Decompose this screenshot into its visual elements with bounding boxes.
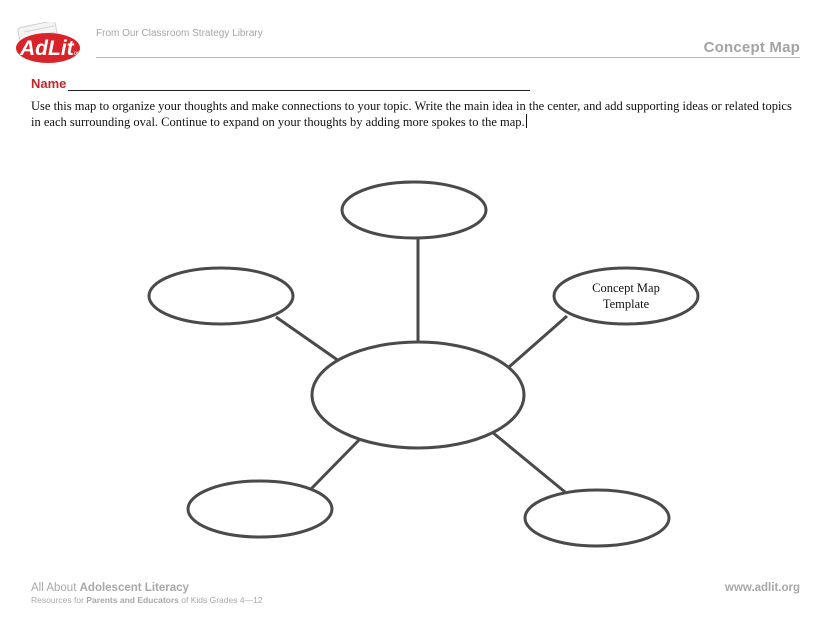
oval-upper-left[interactable]	[147, 266, 295, 326]
oval-lower-left[interactable]	[186, 479, 334, 539]
footer-branding: All About Adolescent Literacy Resources …	[31, 582, 263, 605]
header-tagline: From Our Classroom Strategy Library	[96, 28, 263, 39]
text-cursor	[525, 114, 527, 128]
adlit-logo[interactable]: AdLit .org	[12, 22, 92, 68]
logo-text: AdLit	[19, 37, 75, 60]
footer-website-link[interactable]: www.adlit.org	[725, 582, 800, 594]
spoke-lower-left	[309, 437, 362, 491]
footer-line2-bold: Parents and Educators	[86, 595, 179, 605]
spoke-lower-right	[491, 430, 566, 494]
spoke-upper-right	[508, 314, 568, 369]
footer-line2-suffix: of Kids Grades 4—12	[181, 595, 263, 605]
oval-upper-right-label-line1: Concept Map	[592, 281, 660, 295]
footer-line2: Resources for Parents and Educators of K…	[31, 595, 263, 605]
spoke-upper-left	[275, 315, 340, 363]
oval-upper-right-label-line2: Template	[602, 297, 650, 311]
name-field[interactable]: Name	[31, 76, 531, 92]
logo-suffix: .org	[72, 51, 82, 57]
footer-line1-bold: Adolescent Literacy	[79, 582, 189, 594]
footer-line1-prefix: All About	[31, 582, 77, 594]
oval-top[interactable]	[340, 180, 488, 240]
center-oval[interactable]	[310, 340, 526, 450]
footer-line2-prefix: Resources for	[31, 595, 84, 605]
oval-upper-right-label: Concept Map Template	[553, 280, 699, 312]
footer-line1: All About Adolescent Literacy	[31, 582, 263, 594]
header-divider	[96, 57, 800, 58]
name-label: Name	[31, 76, 67, 91]
oval-lower-right[interactable]	[523, 488, 671, 548]
oval-upper-right[interactable]	[552, 266, 700, 326]
instructions-text: Use this map to organize your thoughts a…	[31, 98, 801, 130]
logo-red-blob	[16, 33, 80, 63]
page-title: Concept Map	[703, 39, 800, 56]
instructions-body: Use this map to organize your thoughts a…	[31, 99, 792, 129]
name-underline[interactable]	[68, 90, 530, 91]
